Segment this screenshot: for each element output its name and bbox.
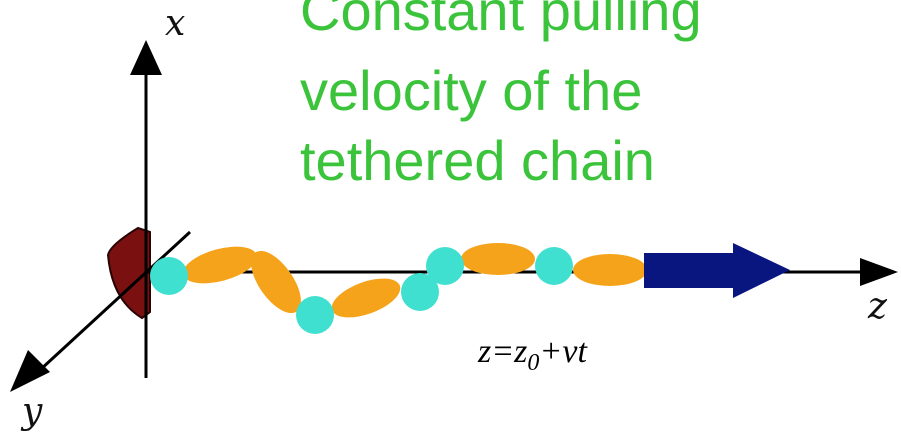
chain-bead [426, 247, 464, 285]
chain-segment [461, 243, 535, 275]
equation-subscript: 0 [527, 350, 539, 376]
z-axis-arrowhead-icon [860, 258, 898, 286]
title-line-1: Constant pulling [300, 0, 702, 42]
chain-segment [573, 254, 647, 286]
x-axis-arrowhead-icon [130, 40, 162, 75]
y-axis-label: y [20, 391, 43, 432]
equation-rhs: +vt [539, 333, 588, 370]
equation-lhs: z=z [477, 333, 527, 370]
chain-bead [296, 296, 334, 334]
z-axis-label: z [867, 286, 888, 327]
right-arrow-icon [644, 243, 790, 298]
pulling-equation: z=z0+vt [477, 333, 588, 376]
title-line-3: tethered chain [300, 129, 655, 192]
title-line-2: velocity of the [300, 59, 642, 122]
chain-segment [327, 271, 406, 326]
chain-bead [535, 247, 573, 285]
chain-bead [150, 257, 188, 295]
y-axis-arrowhead-icon [10, 350, 50, 392]
chain-segment [179, 240, 261, 291]
x-axis-label: x [165, 3, 185, 44]
